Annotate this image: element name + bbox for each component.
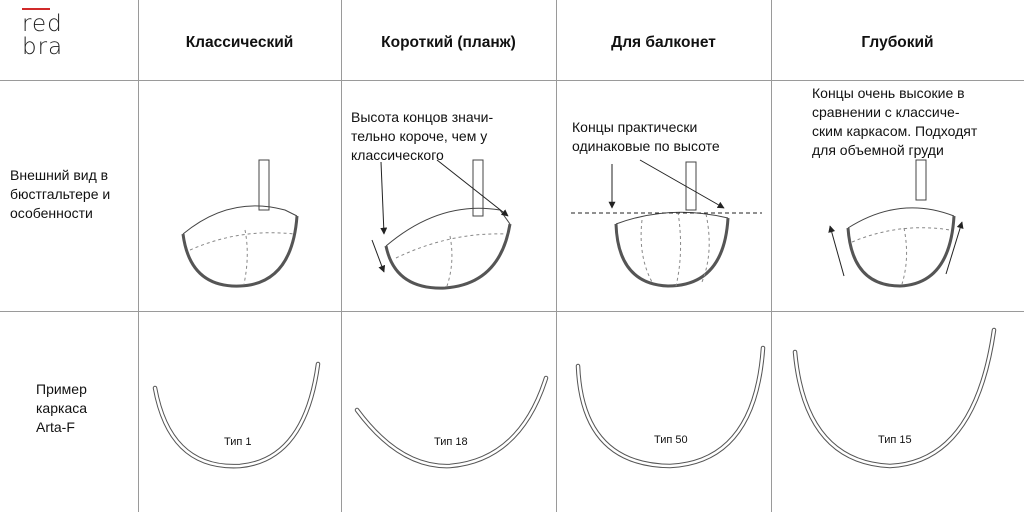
row-label-line: особенности <box>10 205 93 221</box>
underwire-line <box>384 223 512 290</box>
short-cup-illustration <box>384 159 512 290</box>
wire-frame-type-50 <box>575 345 766 469</box>
seam-line <box>851 227 951 243</box>
row-label-line: каркаса <box>36 400 88 416</box>
note-line: для объемной груди <box>812 142 944 158</box>
seam-line <box>189 232 295 251</box>
seam-line <box>640 219 653 283</box>
note-line: сравнении с классиче- <box>812 104 960 120</box>
wire-type-label-deep: Тип 15 <box>878 434 912 446</box>
underwire-line <box>614 217 730 288</box>
row-label-line: Пример <box>36 381 87 397</box>
seam-line <box>901 227 908 285</box>
annotation-arrow <box>828 225 845 277</box>
logo-line-2: bra <box>22 34 64 60</box>
seam-line <box>701 213 710 283</box>
balconette-cup-illustration <box>614 161 730 288</box>
deep-cup-illustration <box>846 159 956 288</box>
logo-line-1: red <box>22 11 63 37</box>
wire-frames <box>152 327 997 469</box>
annotation-arrow <box>945 221 964 275</box>
row-label-line: Внешний вид в <box>10 167 109 183</box>
strap <box>915 159 927 201</box>
wire-frame-type-1 <box>152 361 321 469</box>
strap <box>258 159 270 211</box>
column-divider <box>138 0 139 512</box>
underwire-line <box>846 215 956 288</box>
note-line: классического <box>351 147 444 163</box>
column-divider <box>556 0 557 512</box>
note-line: Концы практически <box>572 119 698 135</box>
wire-highlight <box>355 376 548 468</box>
strap <box>472 159 484 217</box>
seam-line <box>395 233 507 259</box>
logo-accent-bar <box>22 8 50 10</box>
underwire-line <box>181 215 299 288</box>
row-label-line: бюстгальтере и <box>10 186 111 202</box>
wire-frame-type-18 <box>354 375 549 469</box>
header-classic: Классический <box>185 34 294 51</box>
annotation-arrow <box>380 161 388 235</box>
wire-highlight <box>793 328 996 468</box>
wire-highlight <box>153 362 320 468</box>
row-label-appearance: Внешний вид в бюстгальтере и особенности <box>10 166 110 223</box>
row-label-line: Arta-F <box>36 419 75 435</box>
row-divider <box>0 311 1024 312</box>
brand-logo: red bra <box>22 8 63 59</box>
row-label-example: Пример каркаса Arta-F <box>36 380 87 437</box>
note-line: Концы очень высокие в <box>812 85 965 101</box>
wire-type-label-balconette: Тип 50 <box>654 434 688 446</box>
seam-line <box>243 229 248 285</box>
note-deep: Концы очень высокие в сравнении с класси… <box>812 84 977 160</box>
seam-line <box>675 211 682 287</box>
annotation-arrow <box>436 159 509 217</box>
column-divider <box>341 0 342 512</box>
wire-type-label-short: Тип 18 <box>434 436 468 448</box>
row-divider <box>0 80 1024 81</box>
note-line: одинаковые по высоте <box>572 138 720 154</box>
column-divider <box>771 0 772 512</box>
cup-top-edge <box>182 205 298 235</box>
note-short: Высота концов значи- тельно короче, чем … <box>351 108 493 165</box>
note-line: ским каркасом. Подходят <box>812 123 978 139</box>
note-balconette: Концы практически одинаковые по высоте <box>572 118 720 156</box>
classic-cup-illustration <box>181 159 299 288</box>
wire-frame-highlights <box>153 328 996 468</box>
cup-top-edge <box>615 211 729 225</box>
strap <box>685 161 697 211</box>
note-line: тельно короче, чем у <box>351 128 488 144</box>
header-deep: Глубокий <box>861 34 934 51</box>
wire-highlight <box>576 346 765 468</box>
seam-line <box>446 235 453 287</box>
note-line: Высота концов значи- <box>351 109 494 125</box>
wire-type-label-classic: Тип 1 <box>224 436 252 448</box>
cup-top-edge <box>847 207 955 229</box>
annotation-arrow <box>371 239 386 273</box>
header-balconette: Для балконет <box>611 34 716 51</box>
annotation-arrow <box>639 159 725 209</box>
header-short: Короткий (планж) <box>381 34 516 51</box>
cup-top-edge <box>385 207 511 247</box>
